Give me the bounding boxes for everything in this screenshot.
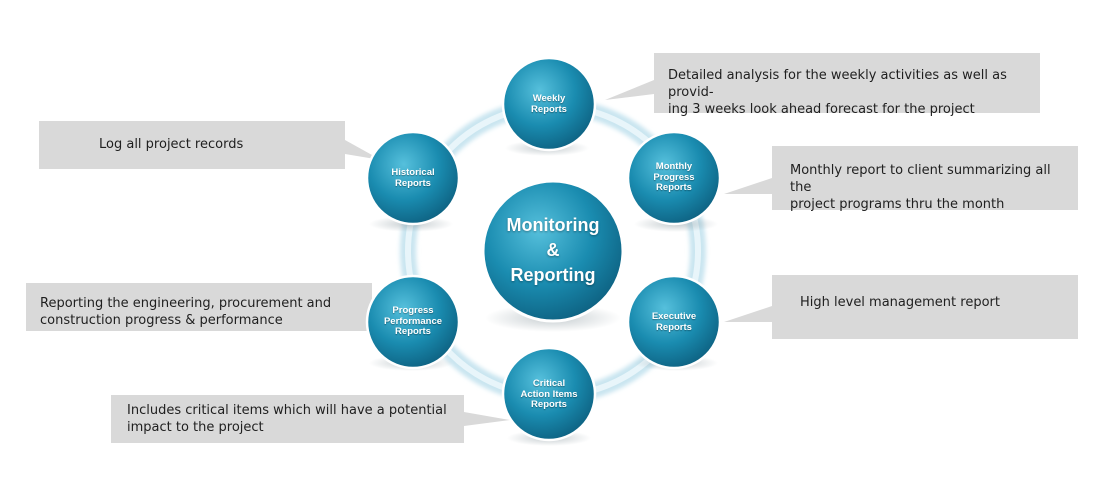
- callout-line: High level management report: [800, 295, 1000, 310]
- node-label-line: Reports: [656, 321, 692, 333]
- callout-text-critical: Includes critical items which will have …: [127, 402, 462, 436]
- node-label-line: Monthly: [655, 161, 693, 172]
- node-label-progress: Progress Performance Reports: [368, 305, 458, 338]
- callout-text-historical: Log all project records: [99, 136, 339, 153]
- callout-line: Reporting the engineering, procurement a…: [40, 296, 332, 311]
- node-label-line: Reports: [531, 399, 567, 410]
- callout-line: project programs thru the month: [790, 197, 1005, 212]
- node-label-critical: Critical Action Items Reports: [504, 378, 594, 411]
- node-label-line: Action Items: [520, 388, 578, 400]
- node-label-line: Critical: [532, 378, 566, 389]
- node-label-line: Progress: [392, 305, 434, 316]
- callout-line: Monthly report to client summarizing all…: [790, 163, 1051, 195]
- node-circle-progress: [365, 274, 461, 370]
- callout-executive: [724, 275, 1078, 339]
- node-circle-critical: [501, 346, 597, 442]
- node-label-line: Weekly: [532, 93, 566, 104]
- hub-label-line: &: [546, 240, 560, 260]
- callout-text-monthly: Monthly report to client summarizing all…: [790, 162, 1075, 213]
- hub-label: Monitoring & Reporting: [488, 213, 618, 288]
- node-label-line: Reports: [531, 103, 567, 115]
- node-label-line: Performance: [383, 315, 443, 327]
- callout-line: Detailed analysis for the weekly activit…: [668, 68, 1007, 100]
- hub-label-line: Monitoring: [506, 215, 600, 235]
- node-label-line: Executive: [651, 311, 697, 322]
- callout-historical: [39, 121, 381, 169]
- node-label-monthly: Monthly Progress Reports: [629, 161, 719, 194]
- node-circle-executive: [626, 274, 722, 370]
- node-label-weekly: Weekly Reports: [504, 93, 594, 115]
- node-label-historical: Historical Reports: [368, 167, 458, 189]
- hub-circle: [481, 179, 625, 323]
- node-circle-weekly: [501, 56, 597, 152]
- callout-monthly: [724, 146, 1078, 210]
- node-label-line: Reports: [395, 177, 431, 189]
- callout-line: ing 3 weeks look ahead forecast for the …: [668, 102, 975, 117]
- callout-weekly: [605, 53, 1040, 113]
- node-circle-historical: [365, 130, 461, 226]
- callout-line: impact to the project: [127, 420, 264, 435]
- callout-line: Log all project records: [99, 137, 244, 152]
- node-label-line: Progress: [653, 171, 695, 183]
- callout-text-weekly: Detailed analysis for the weekly activit…: [668, 67, 1038, 118]
- node-label-line: Historical: [391, 167, 435, 178]
- node-circle-monthly: [626, 130, 722, 226]
- node-label-line: Reports: [656, 182, 692, 193]
- callout-line: Includes critical items which will have …: [127, 403, 447, 418]
- callout-text-progress: Reporting the engineering, procurement a…: [40, 295, 370, 329]
- callout-text-executive: High level management report: [800, 294, 1070, 311]
- hub-label-line: Reporting: [510, 265, 596, 285]
- node-label-line: Reports: [395, 326, 431, 337]
- callout-line: construction progress & performance: [40, 313, 283, 328]
- node-label-executive: Executive Reports: [629, 311, 719, 333]
- callout-critical: [111, 395, 510, 443]
